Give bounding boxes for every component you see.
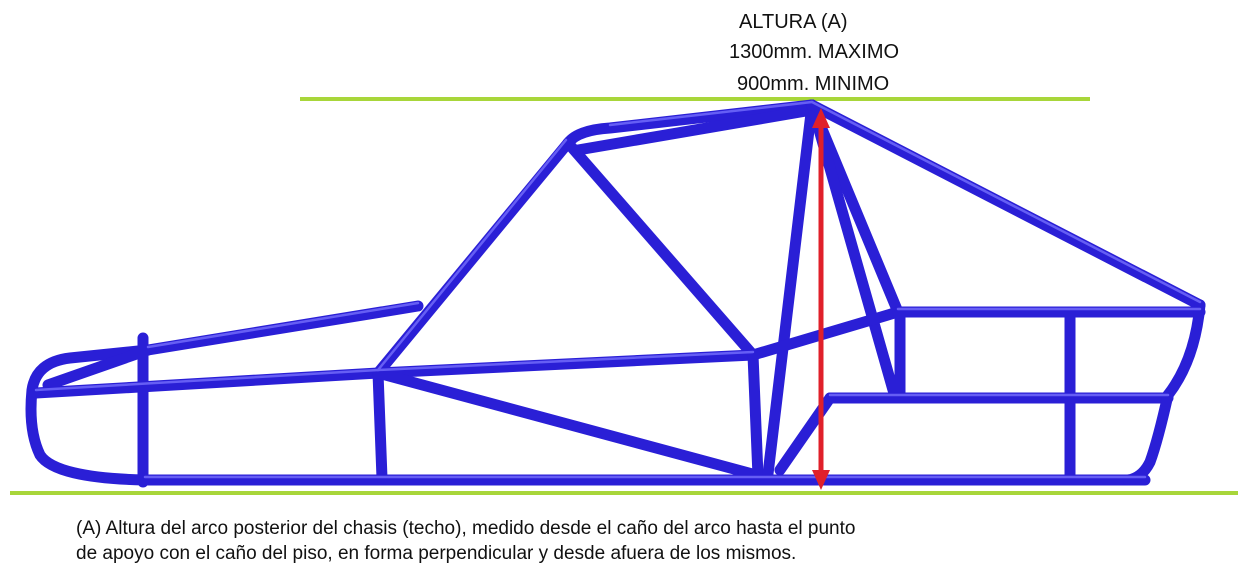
height-arrow [812, 108, 830, 490]
height-title-label: ALTURA (A) [739, 11, 848, 33]
chassis-frame [25, 99, 1206, 488]
height-arrow-head-bottom [812, 470, 830, 490]
front-post-tube [372, 367, 388, 484]
main-hoop-tube [762, 99, 818, 480]
front-pillar-tube [372, 137, 574, 379]
caption-line-1: (A) Altura del arco posterior del chasis… [76, 518, 856, 539]
b-pillar-tube [747, 349, 764, 482]
caption: (A) Altura del arco posterior del chasis… [76, 516, 855, 566]
door-diagonal-tube [562, 137, 759, 361]
rear-top-tube [806, 99, 1206, 311]
caption-line-2: de apoyo con el caño del piso, en forma … [76, 543, 797, 564]
floor-tube [25, 344, 1151, 486]
lower-diagonal-tube [372, 367, 766, 482]
roof-side-tube [572, 104, 818, 156]
rear-lower-end-tube [1122, 389, 1174, 486]
rear-end-tube [1162, 299, 1206, 401]
rear-brace2-tube [806, 99, 899, 396]
height-min-label: 900mm. MINIMO [737, 73, 890, 95]
cross-tube [747, 306, 904, 361]
height-arrow-head-top [812, 108, 830, 128]
height-max-label: 1300mm. MAXIMO [729, 41, 900, 63]
tube-highlights [34, 100, 1202, 479]
